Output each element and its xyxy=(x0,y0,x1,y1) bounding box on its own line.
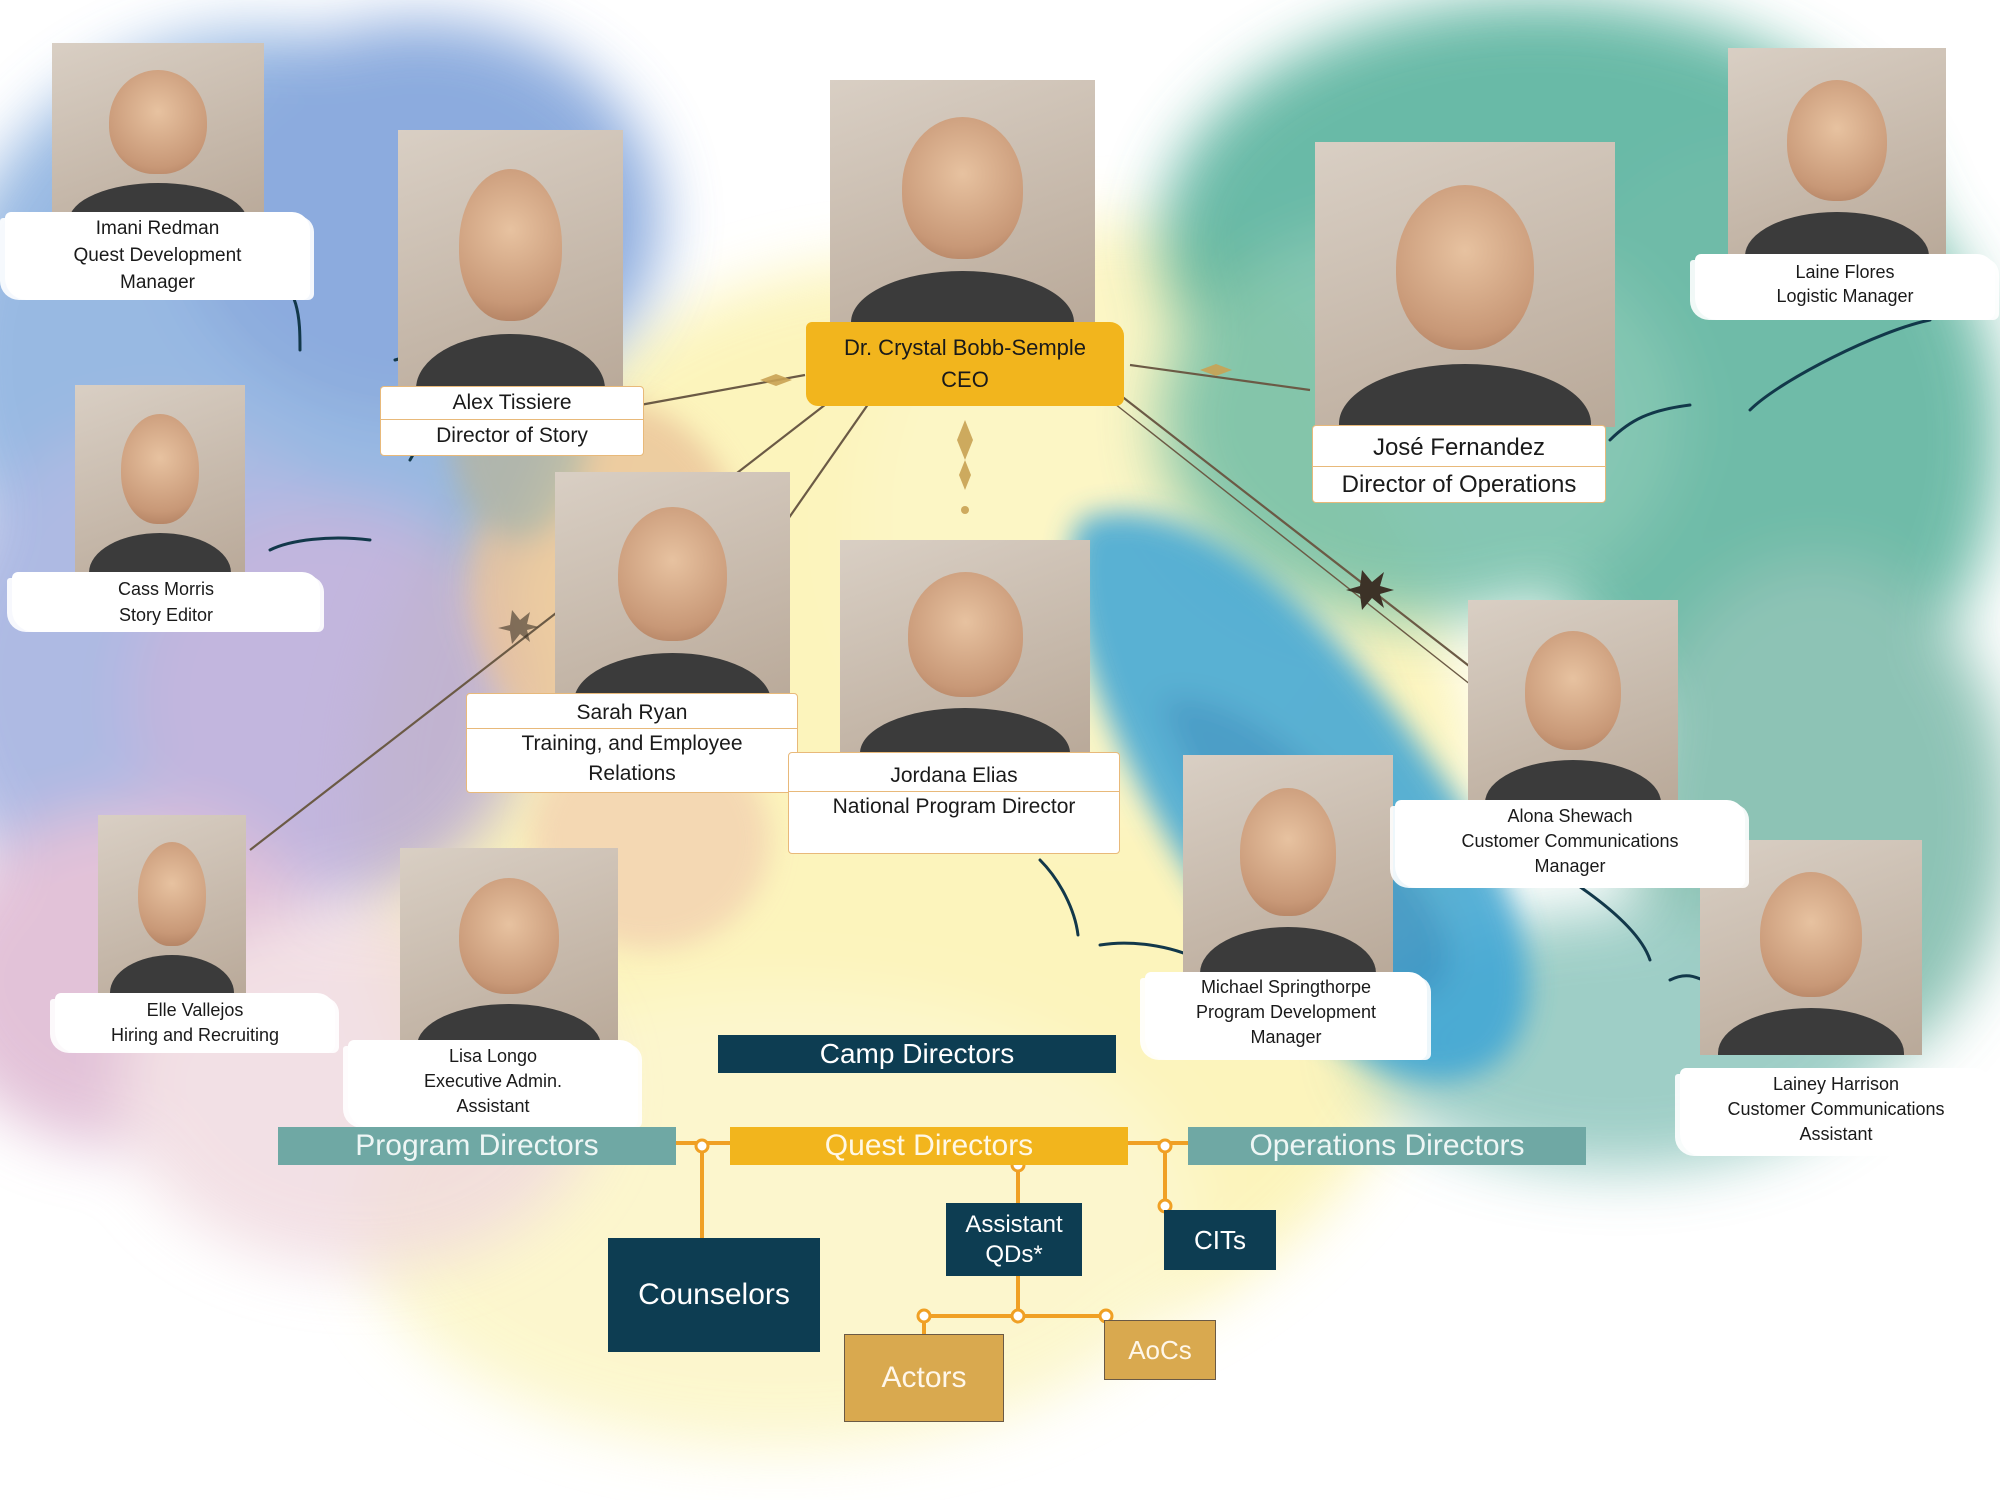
photo-jose xyxy=(1315,142,1615,427)
program-directors-band: Program Directors xyxy=(278,1127,676,1165)
photo-lisa xyxy=(400,848,618,1048)
cits-box: CITs xyxy=(1164,1210,1276,1270)
assistant-qds-line: Assistant xyxy=(965,1210,1063,1238)
person-label-laine: Laine Flores Logistic Manager xyxy=(1695,254,1995,320)
person-title: Manager xyxy=(120,272,195,293)
photo-laine xyxy=(1728,48,1946,258)
person-name: Sarah Ryan xyxy=(576,701,688,724)
person-label-elle: Elle Vallejos Hiring and Recruiting xyxy=(55,993,335,1053)
person-label-jordana: Jordana Elias National Program Director xyxy=(788,752,1120,854)
person-name: Alona Shewach xyxy=(1507,806,1633,826)
photo-alex xyxy=(398,130,623,392)
person-label-alona: Alona Shewach Customer Communications Ma… xyxy=(1395,800,1745,888)
ceo-label: Dr. Crystal Bobb-Semple CEO xyxy=(806,322,1124,406)
photo-michael xyxy=(1183,755,1393,975)
person-title: Assistant xyxy=(1799,1124,1873,1144)
ceo-name: Dr. Crystal Bobb-Semple xyxy=(843,335,1087,360)
photo-jordana xyxy=(840,540,1090,755)
person-label-lisa: Lisa Longo Executive Admin. Assistant xyxy=(348,1040,638,1128)
aocs-box: AoCs xyxy=(1104,1320,1216,1380)
camp-directors-header: Camp Directors xyxy=(718,1035,1116,1073)
person-title: Manager xyxy=(1534,856,1606,876)
person-name: Michael Springthorpe xyxy=(1200,977,1372,997)
assistant-qds-box: Assistant QDs* xyxy=(946,1203,1082,1276)
ceo-title: CEO xyxy=(941,367,989,392)
person-title: Assistant xyxy=(456,1096,530,1116)
photo-cass xyxy=(75,385,245,575)
quest-directors-band: Quest Directors xyxy=(730,1127,1128,1165)
person-title: Hiring and Recruiting xyxy=(110,1025,280,1045)
person-title: Manager xyxy=(1250,1027,1322,1047)
person-label-michael: Michael Springthorpe Program Development… xyxy=(1145,972,1427,1060)
person-label-alex: Alex Tissiere Director of Story xyxy=(380,386,644,456)
person-title: Customer Communications xyxy=(1727,1099,1945,1119)
person-label-cass: Cass Morris Story Editor xyxy=(12,572,320,632)
person-name: Imani Redman xyxy=(95,218,220,239)
person-name: Jordana Elias xyxy=(890,764,1018,787)
person-title: Training, and Employee xyxy=(467,728,797,759)
person-label-sarah: Sarah Ryan Training, and Employee Relati… xyxy=(466,693,798,793)
person-name: José Fernandez xyxy=(1372,434,1546,461)
actors-box: Actors xyxy=(844,1334,1004,1422)
photo-sarah xyxy=(555,472,790,704)
person-name: Cass Morris xyxy=(117,579,214,599)
person-title: National Program Director xyxy=(789,791,1119,822)
counselors-box: Counselors xyxy=(608,1238,820,1352)
person-name: Lainey Harrison xyxy=(1772,1074,1900,1094)
assistant-qds-line: QDs* xyxy=(985,1240,1043,1268)
photo-alona xyxy=(1468,600,1678,805)
photo-imani xyxy=(52,43,264,223)
person-title: Program Development xyxy=(1195,1002,1377,1022)
person-title: Quest Development xyxy=(73,245,242,266)
photo-lainey xyxy=(1700,840,1922,1055)
photo-ceo xyxy=(830,80,1095,325)
person-title: Director of Story xyxy=(381,419,643,452)
person-label-jose: José Fernandez Director of Operations xyxy=(1312,425,1606,503)
person-name: Elle Vallejos xyxy=(146,1000,244,1020)
person-title: Story Editor xyxy=(118,605,214,625)
person-title: Customer Communications xyxy=(1461,831,1679,851)
person-label-imani: Imani Redman Quest Development Manager xyxy=(5,212,310,300)
person-title: Director of Operations xyxy=(1313,466,1605,503)
person-name: Laine Flores xyxy=(1795,262,1895,282)
person-title: Executive Admin. xyxy=(423,1071,563,1091)
photo-elle xyxy=(98,815,246,995)
person-label-lainey: Lainey Harrison Customer Communications … xyxy=(1680,1068,1992,1156)
operations-directors-band: Operations Directors xyxy=(1188,1127,1586,1165)
person-name: Alex Tissiere xyxy=(452,391,572,414)
person-title: Relations xyxy=(588,762,676,785)
person-name: Lisa Longo xyxy=(448,1046,538,1066)
person-title: Logistic Manager xyxy=(1776,286,1914,306)
